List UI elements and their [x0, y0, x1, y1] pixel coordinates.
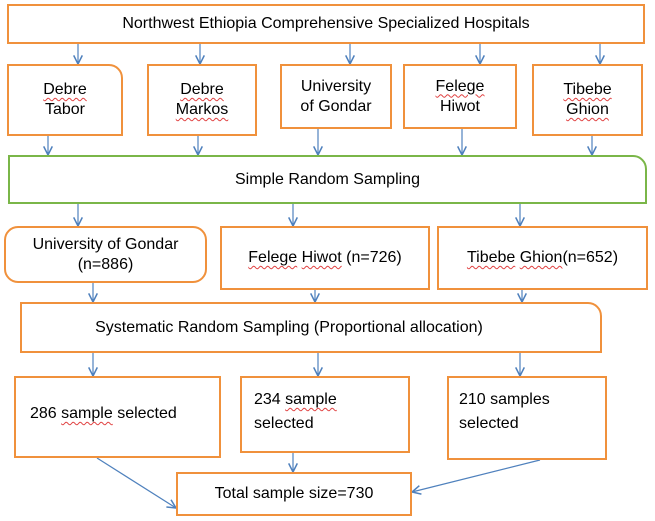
- hospital-line2: of Gondar: [300, 97, 372, 115]
- hospital-line1: University: [300, 77, 372, 95]
- hospital-line2: Hiwot: [439, 97, 480, 115]
- hospital-box-debre-tabor: Debre Tabor: [7, 64, 123, 136]
- sample-box-234: 234 sample selected: [240, 376, 410, 453]
- sample-line2: selected: [459, 415, 519, 432]
- hospital-line2: Ghion: [566, 101, 609, 118]
- hospital-line1: Felege: [435, 77, 485, 95]
- selected-box-felege-hiwot: Felege Hiwot (n=726): [220, 226, 430, 290]
- sample-rest: selected: [117, 405, 177, 422]
- total-sample-size-box: Total sample size=730: [176, 472, 412, 516]
- selected-name2: Hiwot: [301, 249, 342, 266]
- title-text: Northwest Ethiopia Comprehensive Special…: [122, 15, 530, 32]
- sample-box-210: 210 samples selected: [447, 376, 607, 460]
- selected-line2: (n=886): [77, 255, 134, 273]
- sample-word: sample: [61, 405, 113, 422]
- selected-count: (n=652): [562, 249, 619, 266]
- simple-random-sampling-text: Simple Random Sampling: [235, 170, 420, 188]
- selected-box-tibebe-ghion: Tibebe Ghion(n=652): [437, 226, 648, 290]
- hospital-line2: Tabor: [44, 101, 85, 118]
- sample-box-286: 286 sample selected: [14, 376, 221, 458]
- hospital-box-tibebe-ghion: Tibebe Ghion: [532, 64, 643, 136]
- hospital-box-debre-markos: Debre Markos: [147, 64, 257, 136]
- selected-line1: University of Gondar: [32, 235, 179, 253]
- sample-num: 234: [254, 391, 281, 408]
- selected-name2: Ghion: [519, 249, 563, 266]
- selected-box-university-of-gondar: University of Gondar (n=886): [4, 226, 207, 283]
- sample-num: 286: [30, 405, 57, 422]
- sample-line1: 210 samples: [459, 391, 550, 408]
- sample-word: sample: [285, 391, 337, 408]
- hospital-line1: Debre: [180, 81, 224, 98]
- total-sample-size-text: Total sample size=730: [214, 485, 374, 502]
- selected-name1: Tibebe: [466, 249, 516, 266]
- title-box: Northwest Ethiopia Comprehensive Special…: [7, 4, 645, 44]
- selected-name1: Felege: [248, 249, 298, 266]
- systematic-random-sampling-box: Systematic Random Sampling (Proportional…: [20, 302, 602, 353]
- hospital-line2: Markos: [175, 101, 229, 118]
- hospital-box-felege-hiwot: Felege Hiwot: [403, 64, 517, 129]
- sample-line2: selected: [254, 415, 314, 432]
- simple-random-sampling-box: Simple Random Sampling: [8, 155, 647, 204]
- hospital-line1: Tibebe: [563, 81, 612, 98]
- arrow-210-total: [412, 459, 541, 492]
- selected-count: (n=726): [346, 249, 402, 266]
- systematic-random-sampling-text: Systematic Random Sampling (Proportional…: [95, 318, 483, 336]
- hospital-line1: Debre: [43, 81, 87, 98]
- hospital-box-university-of-gondar: University of Gondar: [280, 64, 392, 129]
- arrow-286-total: [96, 457, 176, 508]
